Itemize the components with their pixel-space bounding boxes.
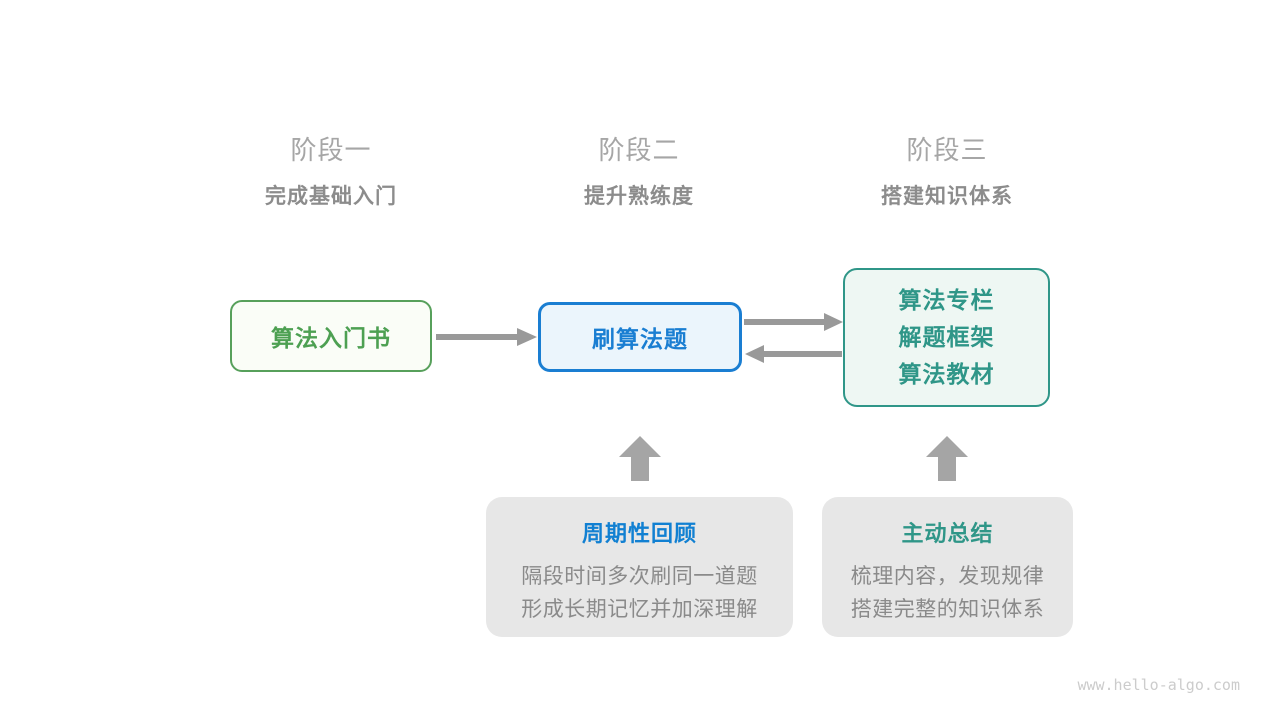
node-resources-line-1: 算法专栏 xyxy=(898,287,995,313)
watermark: www.hello-algo.com xyxy=(1077,676,1240,694)
note-summary-title: 主动总结 xyxy=(901,521,994,546)
stage-3-subtitle: 搭建知识体系 xyxy=(881,185,1013,208)
note-review-title: 周期性回顾 xyxy=(581,521,697,546)
note-summary-body: 梳理内容，发现规律 搭建完整的知识体系 xyxy=(822,560,1073,626)
node-resources-line-3: 算法教材 xyxy=(898,361,995,387)
note-summary-body-line-2: 搭建完整的知识体系 xyxy=(850,598,1045,621)
up-arrow-review xyxy=(619,436,661,481)
arrow-intro-to-practice xyxy=(436,328,537,346)
note-review-body: 隔段时间多次刷同一道题 形成长期记忆并加深理解 xyxy=(486,560,793,626)
stage-2-label: 阶段二 xyxy=(598,135,680,165)
arrow-resources-to-practice xyxy=(745,345,842,363)
note-review-body-line-1: 隔段时间多次刷同一道题 xyxy=(521,565,758,588)
note-review-body-line-2: 形成长期记忆并加深理解 xyxy=(521,598,758,621)
note-summary: 主动总结 梳理内容，发现规律 搭建完整的知识体系 xyxy=(822,497,1073,637)
node-intro-book: 算法入门书 xyxy=(230,300,432,372)
stage-1-label: 阶段一 xyxy=(290,135,372,165)
node-resources: 算法专栏 解题框架 算法教材 xyxy=(843,268,1050,407)
note-review: 周期性回顾 隔段时间多次刷同一道题 形成长期记忆并加深理解 xyxy=(486,497,793,637)
node-practice-label: 刷算法题 xyxy=(592,326,688,352)
node-practice: 刷算法题 xyxy=(538,302,742,372)
arrow-practice-to-resources xyxy=(744,313,843,331)
node-intro-book-label: 算法入门书 xyxy=(271,325,391,351)
up-arrow-summary xyxy=(926,436,968,481)
stage-3-label: 阶段三 xyxy=(906,135,988,165)
stage-1-subtitle: 完成基础入门 xyxy=(265,185,397,208)
stage-2-subtitle: 提升熟练度 xyxy=(584,185,694,208)
node-resources-line-2: 解题框架 xyxy=(898,324,995,350)
note-summary-body-line-1: 梳理内容，发现规律 xyxy=(850,565,1045,588)
